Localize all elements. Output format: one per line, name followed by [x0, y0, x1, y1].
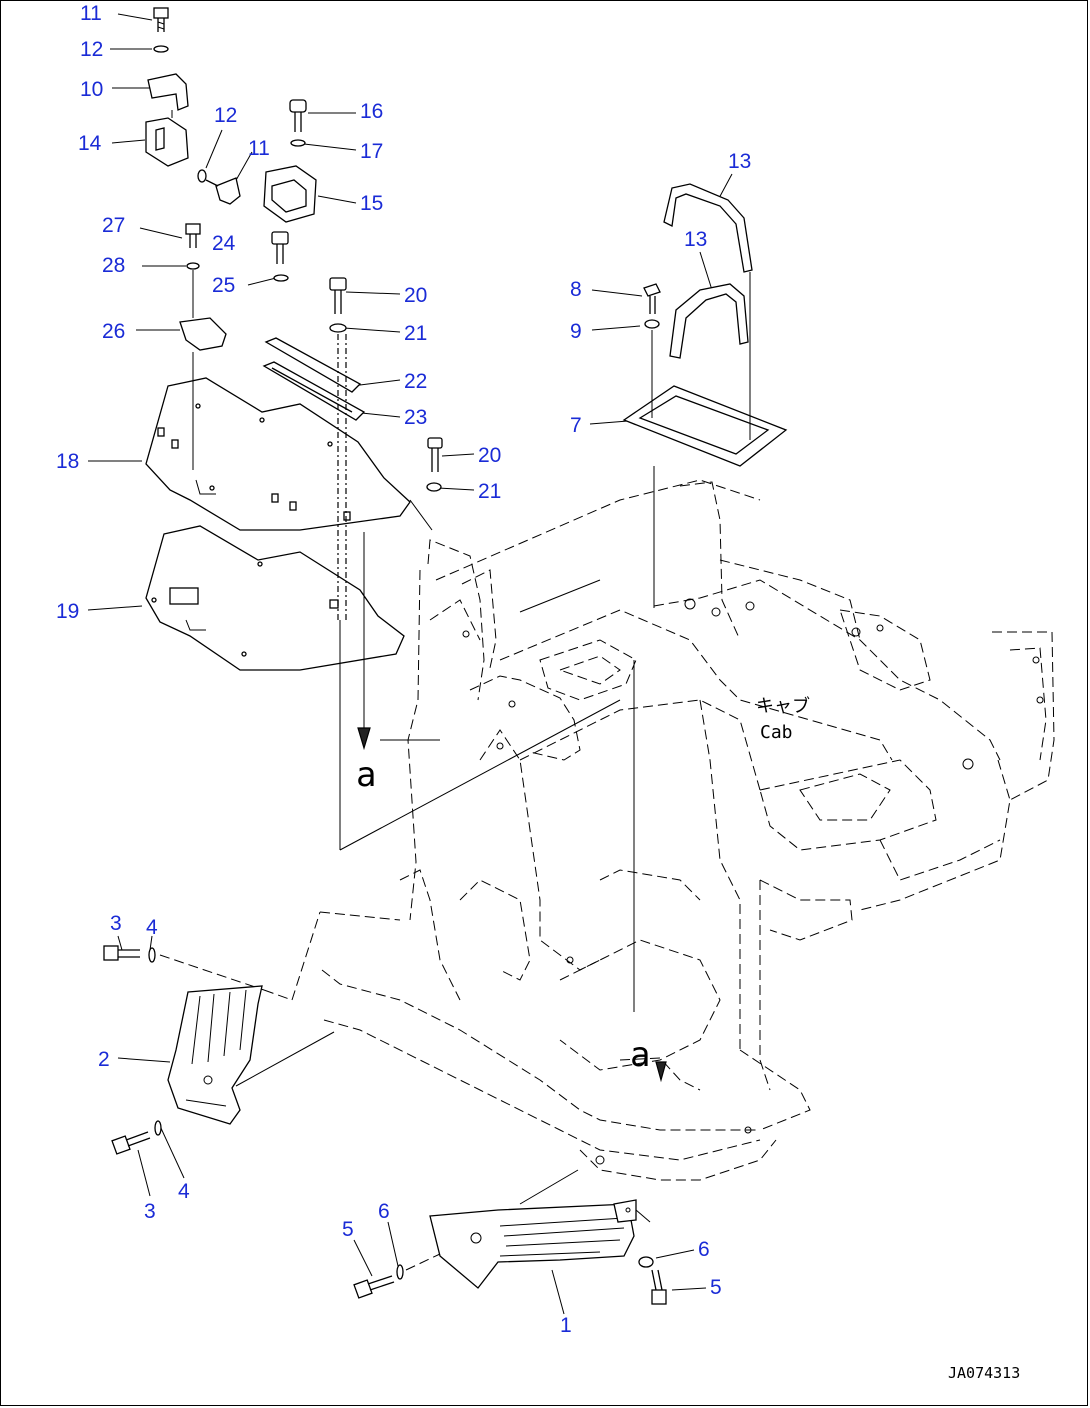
- bolt-20-lower: [427, 437, 443, 472]
- callout-28: 28: [102, 254, 125, 277]
- bracket-14: [145, 117, 189, 167]
- callout-8: 8: [570, 278, 582, 301]
- bolt-16: [289, 99, 307, 132]
- callout-4: 4: [178, 1180, 190, 1203]
- callout-21: 21: [404, 322, 427, 345]
- callout-23: 23: [404, 406, 427, 429]
- callout-14: 14: [78, 132, 102, 155]
- frame-mount-holes: [462, 598, 1044, 1165]
- callout-21: 21: [478, 480, 501, 503]
- callout-11: 11: [80, 2, 102, 25]
- callout-3: 3: [110, 912, 122, 935]
- step-guard-2: [167, 985, 263, 1125]
- bolt-11-top: [153, 7, 169, 32]
- callout-27: 27: [102, 214, 125, 237]
- callout-25: 25: [212, 274, 235, 297]
- bracket-15: [263, 165, 317, 223]
- cab-label-jp: キャブ: [756, 695, 810, 717]
- bolt-20-top: [329, 277, 347, 314]
- callout-12: 12: [80, 38, 103, 61]
- bracket-10: [147, 73, 189, 111]
- floor-mat-19-details: [151, 561, 339, 657]
- callout-5: 5: [342, 1218, 354, 1241]
- callout-13: 13: [684, 228, 707, 251]
- callout-26: 26: [102, 320, 125, 343]
- callout-numbers: 11 12 10 14 12 11 16 17 15 27 28 24 25 2…: [56, 2, 751, 1337]
- callout-1: 1: [560, 1314, 572, 1337]
- callout-12: 12: [214, 104, 237, 127]
- washer-9: [644, 319, 660, 329]
- callout-3: 3: [144, 1200, 156, 1223]
- callout-15: 15: [360, 192, 383, 215]
- callout-16: 16: [360, 100, 383, 123]
- step-1: [429, 1203, 635, 1289]
- drawing-code: JA074313: [948, 1364, 1020, 1382]
- callout-20: 20: [478, 444, 501, 467]
- clip-26: [179, 317, 227, 351]
- ref-a-bottom: a: [630, 1035, 650, 1075]
- bolt-5-left: [353, 1275, 395, 1299]
- washer-6-left: [396, 1264, 404, 1280]
- callout-7: 7: [570, 414, 582, 437]
- callout-22: 22: [404, 370, 427, 393]
- bolt-24: [271, 231, 289, 264]
- washer-4-lower: [154, 1120, 162, 1136]
- leader-lines: [87, 13, 733, 1315]
- callout-2: 2: [98, 1048, 110, 1071]
- ref-a-top: a: [356, 755, 376, 795]
- washer-6-right: [638, 1256, 654, 1268]
- callout-10: 10: [80, 78, 103, 101]
- callout-13: 13: [728, 150, 751, 173]
- callout-20: 20: [404, 284, 427, 307]
- callout-11: 11: [248, 137, 270, 160]
- bolt-3-upper: [103, 945, 140, 961]
- bolt-11-side: [205, 177, 241, 205]
- mount-plate-7: [622, 385, 788, 467]
- callout-4: 4: [146, 916, 158, 939]
- callout-5: 5: [710, 1276, 722, 1299]
- plate-23: [262, 361, 366, 421]
- cab-frame: [321, 479, 1055, 1181]
- washer-28: [186, 262, 200, 270]
- washer-21-lower: [426, 482, 442, 492]
- callout-17: 17: [360, 140, 383, 163]
- step-guard-2-ribs: [185, 989, 247, 1107]
- step-1-tread: [470, 1199, 637, 1257]
- bolt-3-lower: [111, 1131, 151, 1155]
- handrail-13-lower: [669, 283, 749, 359]
- bolt-27: [185, 223, 201, 248]
- floor-plate-18-holes: [157, 403, 351, 521]
- washer-17: [290, 139, 306, 147]
- callout-9: 9: [570, 320, 582, 343]
- washer-4-upper: [148, 947, 156, 963]
- floor-plate-18: [145, 377, 411, 531]
- callout-18: 18: [56, 450, 79, 473]
- washer-12-side: [197, 169, 207, 183]
- washer-25: [273, 274, 289, 282]
- callout-6: 6: [698, 1238, 710, 1261]
- handrail-13-upper: [663, 183, 753, 273]
- washer-12-top: [153, 45, 169, 53]
- bolt-8: [643, 283, 661, 314]
- callout-6: 6: [378, 1200, 390, 1223]
- callout-19: 19: [56, 600, 79, 623]
- plate-22: [264, 337, 362, 393]
- washer-21-top: [329, 323, 347, 333]
- bolt-5-right: [651, 1269, 667, 1305]
- cab-label-en: Cab: [760, 722, 793, 743]
- callout-24: 24: [212, 232, 236, 255]
